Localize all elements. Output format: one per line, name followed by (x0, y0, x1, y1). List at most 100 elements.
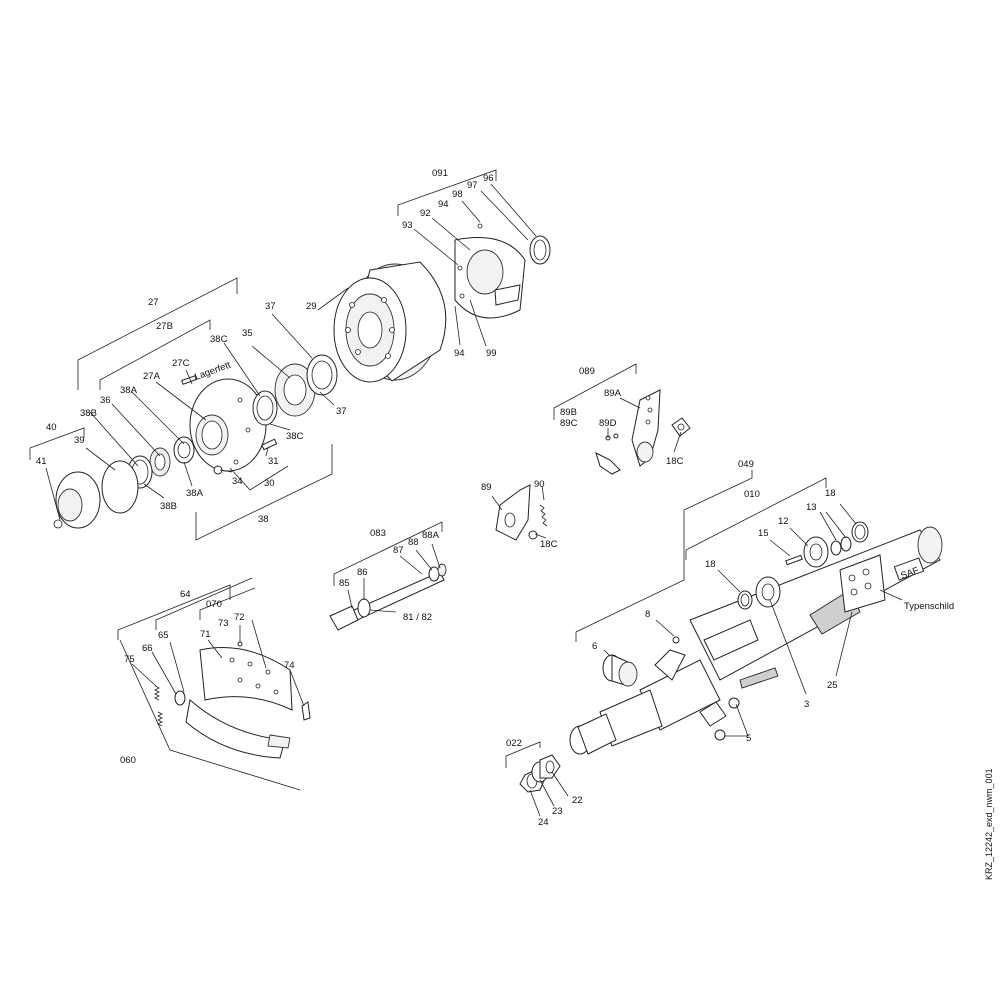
label-39: 39 (74, 435, 85, 446)
label-31: 31 (268, 456, 279, 467)
label-92: 92 (420, 208, 431, 219)
label-90: 90 (534, 479, 545, 490)
camshaft (329, 563, 447, 631)
label-89C: 89C (560, 418, 578, 429)
brake-drum (333, 261, 447, 383)
label-89D: 89D (599, 418, 617, 429)
label-38B-lower: 38B (160, 501, 177, 512)
label-94-lower: 94 (454, 348, 465, 359)
label-73: 73 (218, 618, 229, 629)
label-22: 22 (572, 795, 583, 806)
axle-beam (689, 526, 943, 689)
flange-plate-3 (755, 576, 781, 608)
hub-seal (306, 354, 338, 396)
label-86: 86 (357, 567, 368, 578)
label-049: 049 (738, 459, 754, 470)
label-37-lower: 37 (336, 406, 347, 417)
label-38A-lower: 38A (186, 488, 204, 499)
cam-bracket (495, 484, 531, 541)
label-96: 96 (483, 173, 494, 184)
return-spring (539, 504, 548, 527)
label-083: 083 (370, 528, 386, 539)
label-27: 27 (148, 297, 159, 308)
label-30: 30 (264, 478, 275, 489)
bushing-6 (602, 654, 638, 687)
brake-shoe-upper (199, 647, 293, 711)
bracket-18c-a (671, 417, 691, 437)
clip-74 (301, 701, 311, 721)
label-81-82: 81 / 82 (403, 612, 432, 623)
label-40: 40 (46, 422, 57, 433)
label-93: 93 (402, 220, 413, 231)
label-3: 3 (804, 699, 809, 710)
label-88: 88 (408, 537, 419, 548)
label-89: 89 (481, 482, 492, 493)
label-25: 25 (827, 680, 838, 691)
o-rings-13 (830, 536, 852, 556)
drawing-id: KRZ_12242_exd_nwm_001 (984, 768, 994, 880)
bracket-18c-b (528, 530, 538, 540)
label-66: 66 (142, 643, 153, 654)
axle-spindle (569, 649, 727, 755)
label-27B: 27B (156, 321, 173, 332)
label-64: 64 (180, 589, 191, 600)
o-ring-39 (101, 460, 139, 514)
label-6: 6 (592, 641, 597, 652)
label-38B-upper: 38B (80, 408, 97, 419)
plate-12 (803, 536, 829, 568)
label-24: 24 (538, 817, 549, 828)
label-38C-upper: 38C (210, 334, 228, 345)
label-010: 010 (744, 489, 760, 500)
part-labels: 091 96 97 98 94 92 93 94 99 29 27 27B 37… (36, 168, 954, 828)
label-65: 65 (158, 630, 169, 641)
label-typenschild: Typenschild (904, 601, 954, 612)
label-27A: 27A (143, 371, 161, 382)
label-94-upper: 94 (438, 199, 449, 210)
label-98: 98 (452, 189, 463, 200)
label-36: 36 (100, 395, 111, 406)
label-35: 35 (242, 328, 253, 339)
dust-shield (454, 223, 526, 319)
plugs-5 (714, 697, 740, 741)
roller-66 (174, 690, 186, 706)
outer-bearing (149, 436, 195, 477)
rivet-73 (237, 641, 243, 647)
seal-ring-18-upper (851, 521, 869, 543)
label-070: 070 (206, 599, 222, 610)
slack-adjuster (595, 389, 661, 475)
label-089: 089 (579, 366, 595, 377)
label-060: 060 (120, 755, 136, 766)
label-18C-lower: 18C (540, 539, 558, 550)
hub-bearing-inner (274, 363, 316, 417)
bolt-15 (785, 554, 803, 566)
hose-clamp (529, 235, 551, 265)
label-89A: 89A (604, 388, 622, 399)
label-38: 38 (258, 514, 269, 525)
label-23: 23 (552, 806, 563, 817)
shoe-springs-75 (154, 685, 163, 727)
label-13: 13 (806, 502, 817, 513)
label-38C-lower: 38C (286, 431, 304, 442)
label-71: 71 (200, 629, 211, 640)
label-5: 5 (746, 733, 751, 744)
label-74: 74 (284, 660, 295, 671)
label-18-upper: 18 (825, 488, 836, 499)
label-15: 15 (758, 528, 769, 539)
label-75: 75 (124, 654, 135, 665)
leader-lines (29, 169, 903, 817)
label-18C-upper: 18C (666, 456, 684, 467)
label-72: 72 (234, 612, 245, 623)
label-27C: 27C (172, 358, 190, 369)
label-34: 34 (232, 476, 243, 487)
label-091: 091 (432, 168, 448, 179)
label-87: 87 (393, 545, 404, 556)
label-37-upper: 37 (265, 301, 276, 312)
label-88A: 88A (422, 530, 440, 541)
wheel-hub (189, 378, 267, 472)
label-41: 41 (36, 456, 47, 467)
label-8: 8 (645, 609, 650, 620)
brake-shoe-lower (185, 699, 291, 759)
label-022: 022 (506, 738, 522, 749)
label-97: 97 (467, 180, 478, 191)
